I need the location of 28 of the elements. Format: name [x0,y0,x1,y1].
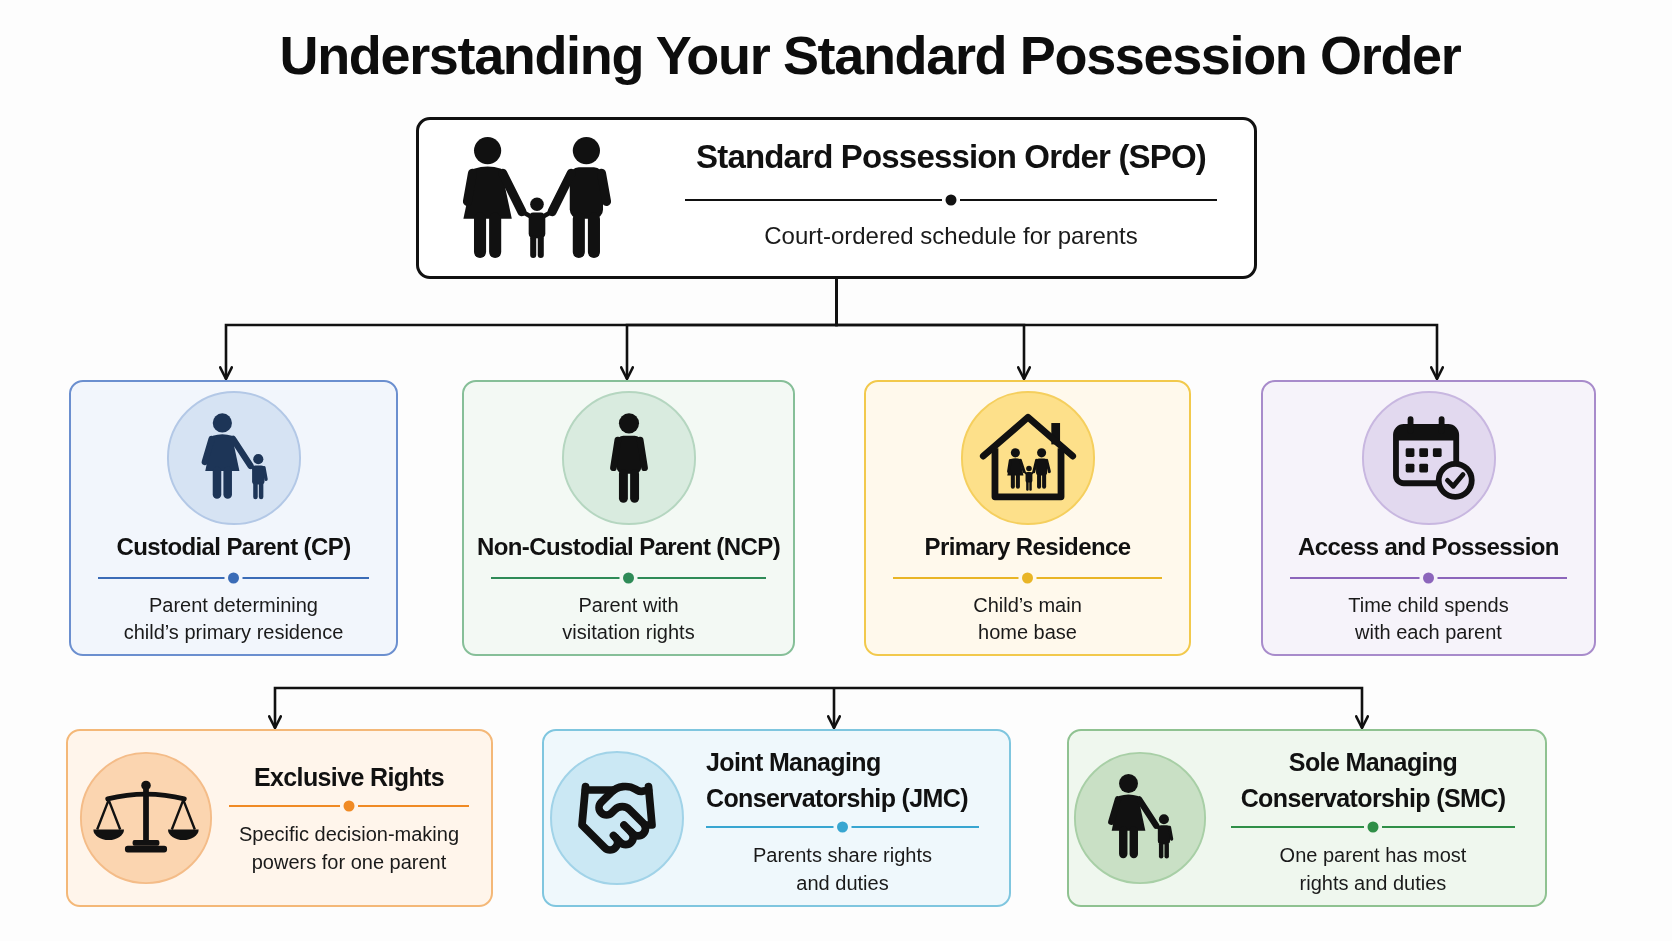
term-card [864,380,1191,656]
node-description: Parents share rights and duties [752,843,933,896]
node-title: Primary Residence [924,532,1131,562]
term-card [1261,380,1596,656]
connector-arrow [826,686,842,730]
node-title: Sole Managing Conservatorship (SMC) [1239,747,1507,814]
connector-arrow [834,686,1370,730]
node-description: One parent has most rights and duties [1278,843,1468,896]
term-card [462,380,795,656]
diagram-title: Understanding Your Standard Possession Order [278,24,1462,86]
term-card [66,729,493,907]
node-description: Child’s main home base [972,593,1083,645]
node-description: Court-ordered schedule for parents [764,221,1138,251]
node-title: Joint Managing Conservatorship (JMC) [706,747,969,814]
node-description: Specific decision-making powers for one parent [237,822,461,875]
term-card [69,380,398,656]
node-title: Custodial Parent (CP) [116,532,351,562]
term-card [542,729,1011,907]
header-box [416,117,1257,279]
node-description: Parent determining child’s primary residence [122,593,345,645]
connector-arrow [267,686,834,730]
node-description: Parent with visitation rights [561,593,696,645]
node-description: Time child spends with each parent [1347,593,1510,645]
node-title: Standard Possession Order (SPO) [696,137,1206,177]
node-title: Exclusive Rights [253,762,445,793]
node-title: Non-Custodial Parent (NCP) [476,532,781,562]
term-card [1067,729,1547,907]
node-title: Access and Possession [1298,532,1559,562]
